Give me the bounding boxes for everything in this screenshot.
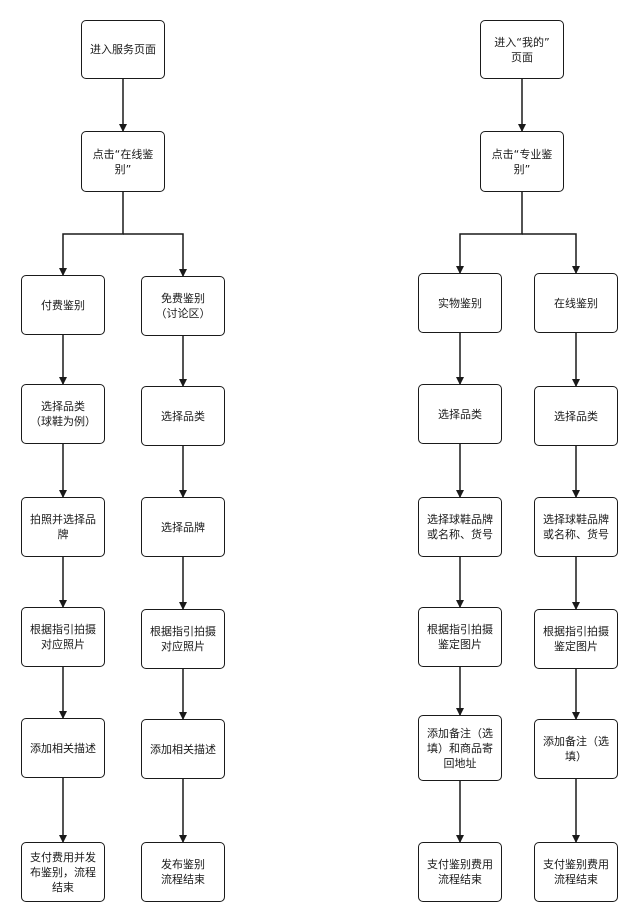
node-paid-step-4: 添加相关描述 (21, 718, 105, 778)
node-free-step-2: 选择品牌 (141, 497, 225, 557)
node-physical-step-5: 支付鉴别费用 流程结束 (418, 842, 502, 902)
node-online-step-3: 根据指引拍摄 鉴定图片 (534, 609, 618, 669)
arrow-left-split-right (123, 233, 187, 277)
node-paid-step-1: 选择品类 （球鞋为例） (21, 384, 105, 444)
node-physical-step-4: 添加备注（选 填）和商品寄 回地址 (418, 715, 502, 781)
node-online-head: 在线鉴别 (534, 273, 618, 333)
node-paid-step-5: 支付费用并发 布鉴别，流程 结束 (21, 842, 105, 902)
node-free-step-1: 选择品类 (141, 386, 225, 446)
node-free-step-4: 添加相关描述 (141, 719, 225, 779)
node-free-step-3: 根据指引拍摄 对应照片 (141, 609, 225, 669)
node-paid-step-2: 拍照并选择品 牌 (21, 497, 105, 557)
node-free-step-5: 发布鉴别 流程结束 (141, 842, 225, 902)
node-left-click-online-appraisal: 点击“在线鉴 别” (81, 131, 165, 192)
node-physical-step-2: 选择球鞋品牌 或名称、货号 (418, 497, 502, 557)
node-paid-step-3: 根据指引拍摄 对应照片 (21, 607, 105, 667)
node-online-step-2: 选择球鞋品牌 或名称、货号 (534, 497, 618, 557)
arrow-right-split-left (456, 192, 523, 274)
node-physical-step-1: 选择品类 (418, 384, 502, 444)
node-physical-step-3: 根据指引拍摄 鉴定图片 (418, 607, 502, 667)
node-free-head: 免费鉴别 （讨论区） (141, 276, 225, 336)
node-paid-head: 付费鉴别 (21, 275, 105, 335)
node-right-start: 进入“我的” 页面 (480, 20, 564, 79)
node-online-step-5: 支付鉴别费用 流程结束 (534, 842, 618, 902)
node-online-step-4: 添加备注（选 填） (534, 719, 618, 779)
node-physical-head: 实物鉴别 (418, 273, 502, 333)
node-online-step-1: 选择品类 (534, 386, 618, 446)
arrow-left-split-left (59, 192, 124, 276)
node-right-click-pro-appraisal: 点击“专业鉴 别” (480, 131, 564, 192)
arrow-right-split-right (522, 233, 580, 274)
node-left-start: 进入服务页面 (81, 20, 165, 79)
